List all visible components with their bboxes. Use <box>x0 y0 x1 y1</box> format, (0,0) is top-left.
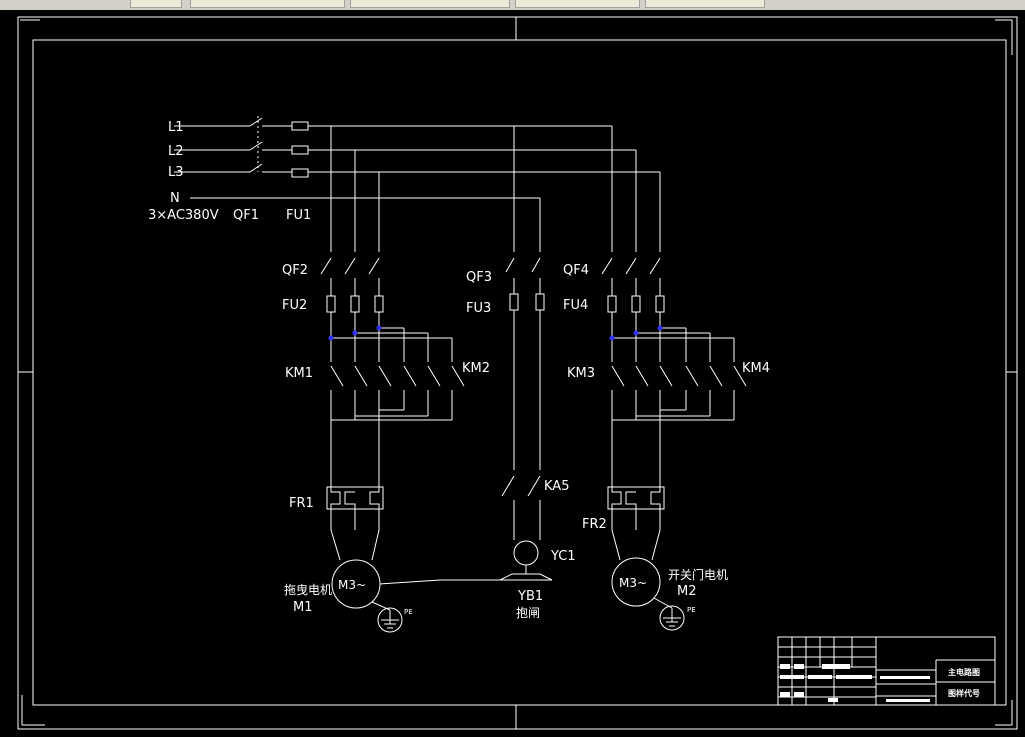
label-yb1: YB1 <box>517 589 543 604</box>
label-pe-1: PE <box>404 608 413 616</box>
label-l1: L1 <box>168 120 184 135</box>
outer-frame <box>17 16 1018 730</box>
label-yb1-name: 抱闸 <box>516 605 540 620</box>
label-km3: KM3 <box>567 366 595 381</box>
tab-3[interactable] <box>515 0 640 8</box>
label-m2-name: 开关门电机 <box>668 567 728 582</box>
label-qf3: QF3 <box>466 270 492 285</box>
label-qf1: QF1 <box>233 208 259 223</box>
label-fr1: FR1 <box>289 496 314 511</box>
label-fu4: FU4 <box>563 298 588 313</box>
label-pe-2: PE <box>687 606 696 614</box>
toolbar-icons[interactable] <box>130 0 182 8</box>
title-block-drawing-no: 图样代号 <box>948 688 980 698</box>
circuit-diagram: L1 L2 L3 N 3×AC380V QF1 FU1 QF2 FU2 KM1 … <box>17 16 1018 730</box>
label-fr2: FR2 <box>582 517 607 532</box>
label-fu2: FU2 <box>282 298 307 313</box>
label-fu3: FU3 <box>466 301 491 316</box>
label-km1: KM1 <box>285 366 313 381</box>
label-l2: L2 <box>168 144 184 159</box>
label-m1-name: 拖曳电机 <box>284 583 332 597</box>
drawing-canvas[interactable]: L1 L2 L3 N 3×AC380V QF1 FU1 QF2 FU2 KM1 … <box>0 10 1025 733</box>
label-yc1: YC1 <box>550 549 576 564</box>
label-km4: KM4 <box>742 361 770 376</box>
label-qf2: QF2 <box>282 263 308 278</box>
title-block-title: 主电路图 <box>948 667 980 677</box>
tab-1[interactable] <box>190 0 345 8</box>
label-voltage: 3×AC380V <box>148 208 219 223</box>
label-m1-id: M1 <box>293 600 313 615</box>
label-m2-symbol: M3~ <box>619 576 647 590</box>
tab-2[interactable] <box>350 0 510 8</box>
label-ka5: KA5 <box>544 479 569 494</box>
title-block <box>777 636 996 706</box>
label-fu1: FU1 <box>286 208 311 223</box>
label-l3: L3 <box>168 165 184 180</box>
label-km2: KM2 <box>462 361 490 376</box>
label-n: N <box>170 191 180 206</box>
label-m2-id: M2 <box>677 584 697 599</box>
label-qf4: QF4 <box>563 263 589 278</box>
label-m1-symbol: M3~ <box>338 578 366 592</box>
tab-4[interactable] <box>645 0 765 8</box>
